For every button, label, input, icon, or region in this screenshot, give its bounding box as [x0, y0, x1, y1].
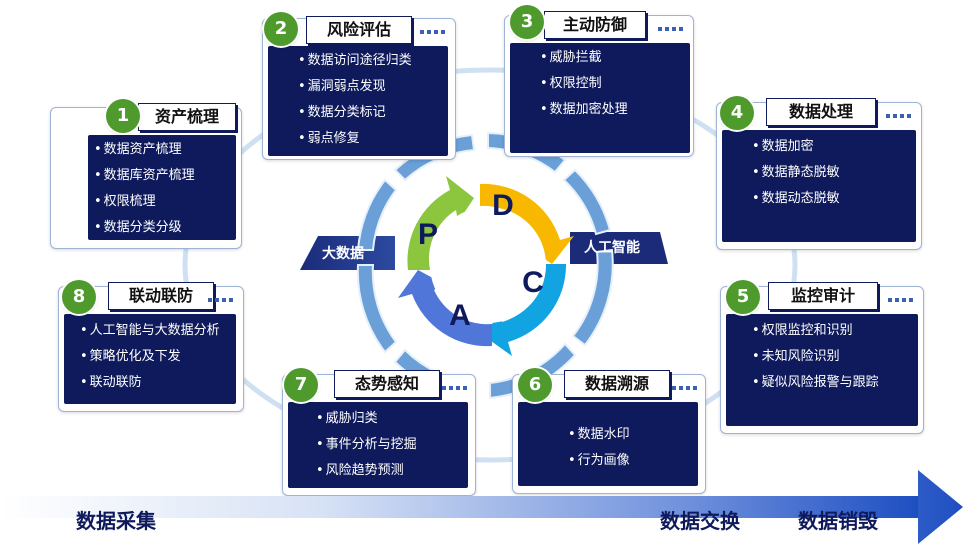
step-item: 数据加密: [752, 134, 916, 160]
step-title: 监控审计: [768, 282, 878, 310]
step-card-3: 威胁拦截权限控制数据加密处理 主动防御 3: [504, 5, 694, 157]
step-item: 权限控制: [540, 71, 690, 97]
decor-stripes: [888, 298, 914, 302]
step-card-2: 数据访问途径归类漏洞弱点发现数据分类标记弱点修复 风险评估 2: [262, 10, 456, 162]
lifecycle-arrow: [0, 470, 963, 544]
label-data-destruction: 数据销毁: [798, 509, 878, 533]
a-arrow: [398, 270, 492, 347]
step-item: 风险趋势预测: [316, 458, 468, 484]
step-item: 策略优化及下发: [80, 344, 236, 370]
decor-stripes: [420, 30, 446, 34]
step-item: 数据资产梳理: [94, 137, 236, 163]
label-big-data: 大数据: [322, 246, 364, 262]
step-items: 威胁拦截权限控制数据加密处理: [540, 45, 690, 123]
step-items: 数据水印行为画像: [568, 422, 698, 474]
step-item: 人工智能与大数据分析: [80, 318, 236, 344]
label-ai: 人工智能: [584, 240, 640, 256]
step-number-badge: 4: [720, 96, 754, 130]
step-number-badge: 5: [726, 280, 760, 314]
step-item: 疑似风险报警与跟踪: [752, 370, 918, 396]
step-item: 弱点修复: [298, 126, 448, 152]
c-arrow: [484, 264, 567, 356]
step-items: 权限监控和识别未知风险识别疑似风险报警与跟踪: [752, 318, 918, 396]
step-number-badge: 8: [62, 280, 96, 314]
step-number-badge: 3: [510, 5, 544, 39]
step-item: 数据库资产梳理: [94, 163, 236, 189]
decor-stripes: [672, 386, 698, 390]
step-item: 数据静态脱敏: [752, 160, 916, 186]
step-item: 威胁拦截: [540, 45, 690, 71]
step-item: 数据动态脱敏: [752, 186, 916, 212]
step-title: 数据处理: [766, 98, 876, 126]
step-number-badge: 2: [264, 12, 298, 46]
right-band: [570, 232, 668, 264]
step-item: 数据水印: [568, 422, 698, 448]
letter-p: P: [418, 218, 438, 251]
decor-stripes: [658, 27, 684, 31]
label-data-exchange: 数据交换: [660, 509, 740, 533]
step-item: 数据加密处理: [540, 97, 690, 123]
p-arrow: [407, 176, 474, 270]
step-item: 数据分类标记: [298, 100, 448, 126]
step-items: 数据加密数据静态脱敏数据动态脱敏: [752, 134, 916, 212]
step-title: 风险评估: [306, 16, 412, 44]
step-title: 资产梳理: [138, 103, 236, 131]
step-number-badge: 7: [284, 368, 318, 402]
step-card-8: 人工智能与大数据分析策略优化及下发联动联防 联动联防 8: [58, 278, 244, 412]
step-item: 数据访问途径归类: [298, 48, 448, 74]
step-card-5: 权限监控和识别未知风险识别疑似风险报警与跟踪 监控审计 5: [720, 278, 924, 434]
letter-c: C: [522, 266, 544, 299]
decor-stripes: [208, 298, 234, 302]
step-item: 事件分析与挖掘: [316, 432, 468, 458]
step-item: 数据分类分级: [94, 215, 236, 241]
step-title: 数据溯源: [564, 370, 670, 398]
letter-a: A: [449, 299, 471, 332]
step-card-4: 数据加密数据静态脱敏数据动态脱敏 数据处理 4: [716, 92, 922, 250]
step-items: 人工智能与大数据分析策略优化及下发联动联防: [80, 318, 236, 396]
step-card-6: 数据水印行为画像 数据溯源 6: [512, 366, 706, 494]
step-items: 数据访问途径归类漏洞弱点发现数据分类标记弱点修复: [298, 48, 448, 152]
step-item: 权限监控和识别: [752, 318, 918, 344]
step-card-1: 数据资产梳理数据库资产梳理权限梳理数据分类分级 资产梳理 1: [50, 97, 242, 249]
step-item: 漏洞弱点发现: [298, 74, 448, 100]
step-number-badge: 1: [106, 99, 140, 133]
label-data-collection: 数据采集: [76, 509, 156, 533]
step-card-7: 威胁归类事件分析与挖掘风险趋势预测 态势感知 7: [282, 366, 476, 496]
step-item: 威胁归类: [316, 406, 468, 432]
step-items: 威胁归类事件分析与挖掘风险趋势预测: [316, 406, 468, 484]
decor-stripes: [886, 114, 912, 118]
step-item: 行为画像: [568, 448, 698, 474]
decor-stripes: [442, 386, 468, 390]
letter-d: D: [492, 189, 514, 222]
step-items: 数据资产梳理数据库资产梳理权限梳理数据分类分级: [94, 137, 236, 241]
step-item: 未知风险识别: [752, 344, 918, 370]
step-title: 态势感知: [334, 370, 440, 398]
step-title: 联动联防: [108, 282, 214, 310]
step-item: 联动联防: [80, 370, 236, 396]
step-number-badge: 6: [518, 368, 552, 402]
step-title: 主动防御: [544, 11, 646, 39]
step-item: 权限梳理: [94, 189, 236, 215]
